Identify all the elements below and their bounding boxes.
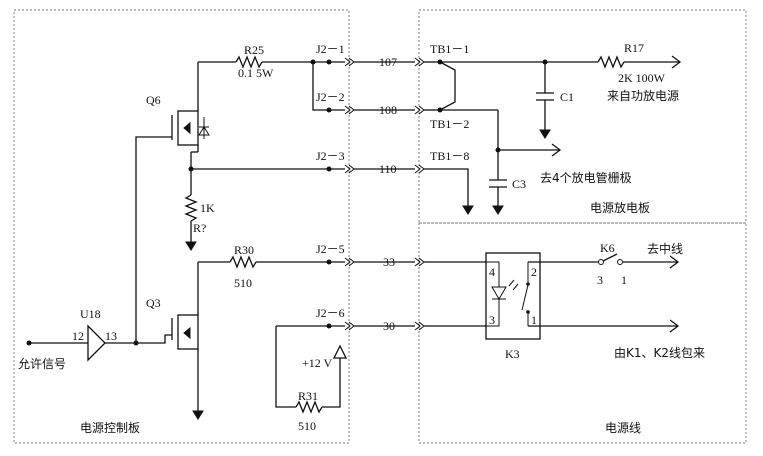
tb1-8-plug bbox=[414, 164, 425, 174]
connector-j2-2: J2－2 bbox=[316, 90, 345, 104]
r31-resistor bbox=[295, 400, 323, 414]
wire-110: 110 bbox=[379, 162, 397, 176]
r25-resistor bbox=[235, 55, 263, 69]
r31-label: R31 bbox=[298, 389, 318, 403]
j2-3-plug bbox=[344, 164, 355, 174]
k3-relay bbox=[485, 252, 541, 340]
connector-tb1-8: TB1－8 bbox=[430, 149, 469, 163]
ground-r1k bbox=[185, 237, 197, 251]
to-grids-label: 去4个放电管栅极 bbox=[540, 170, 632, 185]
c3-label: C3 bbox=[512, 177, 526, 191]
ground-c3 bbox=[492, 201, 504, 215]
to-k1k2-arrow bbox=[669, 319, 680, 333]
r31-value: 510 bbox=[298, 419, 316, 433]
q3-gate-wire bbox=[136, 334, 172, 344]
discharge-board-panel bbox=[418, 9, 747, 224]
supply-12v-label: +12 V bbox=[302, 356, 333, 370]
wire-30: 30 bbox=[383, 319, 395, 333]
connector-j2-1: J2－1 bbox=[316, 42, 345, 56]
r-1k-resistor bbox=[184, 194, 198, 222]
ground-tb1-8 bbox=[462, 201, 474, 215]
r30-value: 510 bbox=[234, 276, 252, 290]
k3-pin-2: 2 bbox=[531, 265, 537, 279]
j2-2-plug bbox=[344, 105, 355, 115]
j2-5-plug bbox=[344, 257, 355, 267]
discharge-board-title: 电源放电板 bbox=[590, 200, 650, 215]
wire-107: 107 bbox=[379, 55, 397, 69]
tb1-bridge-wire bbox=[439, 61, 456, 111]
k6-pin-3: 3 bbox=[597, 273, 603, 287]
from-power-amp-label: 来自功放电源 bbox=[607, 88, 679, 103]
to-grids-arrow bbox=[551, 143, 562, 157]
enable-signal-label: 允许信号 bbox=[18, 356, 66, 371]
r17-label: R17 bbox=[624, 41, 644, 55]
u18-label: U18 bbox=[80, 307, 101, 321]
connector-j2-5: J2－5 bbox=[316, 242, 345, 256]
q6-label: Q6 bbox=[146, 93, 161, 107]
q3-label: Q3 bbox=[146, 296, 161, 310]
wire-108: 108 bbox=[379, 103, 397, 117]
r17-arrow bbox=[671, 55, 682, 69]
power-line-title: 电源线 bbox=[605, 421, 641, 435]
from-k1k2-label: 由K1、K2线包来 bbox=[614, 346, 705, 360]
q3-mosfet bbox=[171, 262, 199, 407]
k6-switch bbox=[598, 253, 680, 269]
j2-1-plug bbox=[344, 57, 355, 67]
k3-pin-3: 3 bbox=[489, 313, 495, 327]
k3-30-plug bbox=[414, 321, 425, 331]
k3-33-plug bbox=[414, 257, 425, 267]
control-board-title: 电源控制板 bbox=[80, 421, 140, 435]
r-1k-ref: R? bbox=[193, 221, 206, 235]
control-board-panel bbox=[13, 9, 350, 444]
r30-label: R30 bbox=[234, 243, 254, 257]
connector-tb1-1: TB1－1 bbox=[430, 42, 469, 56]
c1-label: C1 bbox=[560, 90, 574, 104]
r30-resistor bbox=[229, 255, 257, 269]
ground-q3 bbox=[192, 406, 204, 420]
supply-12v-arrow bbox=[332, 344, 348, 359]
r-1k-value: 1K bbox=[200, 201, 215, 215]
q6-mosfet bbox=[171, 62, 210, 169]
k3-label: K3 bbox=[505, 347, 520, 361]
j2-6-plug bbox=[344, 321, 355, 331]
connector-tb1-2: TB1－2 bbox=[430, 117, 469, 131]
k3-pin-4: 4 bbox=[489, 265, 495, 279]
u18-pin-out: 13 bbox=[105, 329, 117, 343]
to-neutral-label: 去中线 bbox=[647, 241, 683, 256]
u18-pin-in: 12 bbox=[72, 329, 84, 343]
ground-c1 bbox=[539, 125, 551, 139]
r17-value: 2K 100W bbox=[618, 71, 666, 85]
connector-j2-6: J2－6 bbox=[316, 306, 345, 320]
r17-resistor bbox=[597, 55, 625, 69]
k3-pin-1: 1 bbox=[531, 313, 537, 327]
k6-pin-1: 1 bbox=[621, 273, 627, 287]
r25-value: 0.1 5W bbox=[238, 66, 274, 80]
k6-label: K6 bbox=[600, 241, 615, 255]
r25-label: R25 bbox=[244, 43, 264, 57]
tb1-1-plug bbox=[414, 57, 425, 67]
wire-33: 33 bbox=[383, 255, 395, 269]
connector-j2-3: J2－3 bbox=[316, 149, 345, 163]
power-line-panel bbox=[418, 222, 747, 444]
q6-gate-wire bbox=[135, 136, 172, 343]
tb1-2-plug bbox=[414, 105, 425, 115]
